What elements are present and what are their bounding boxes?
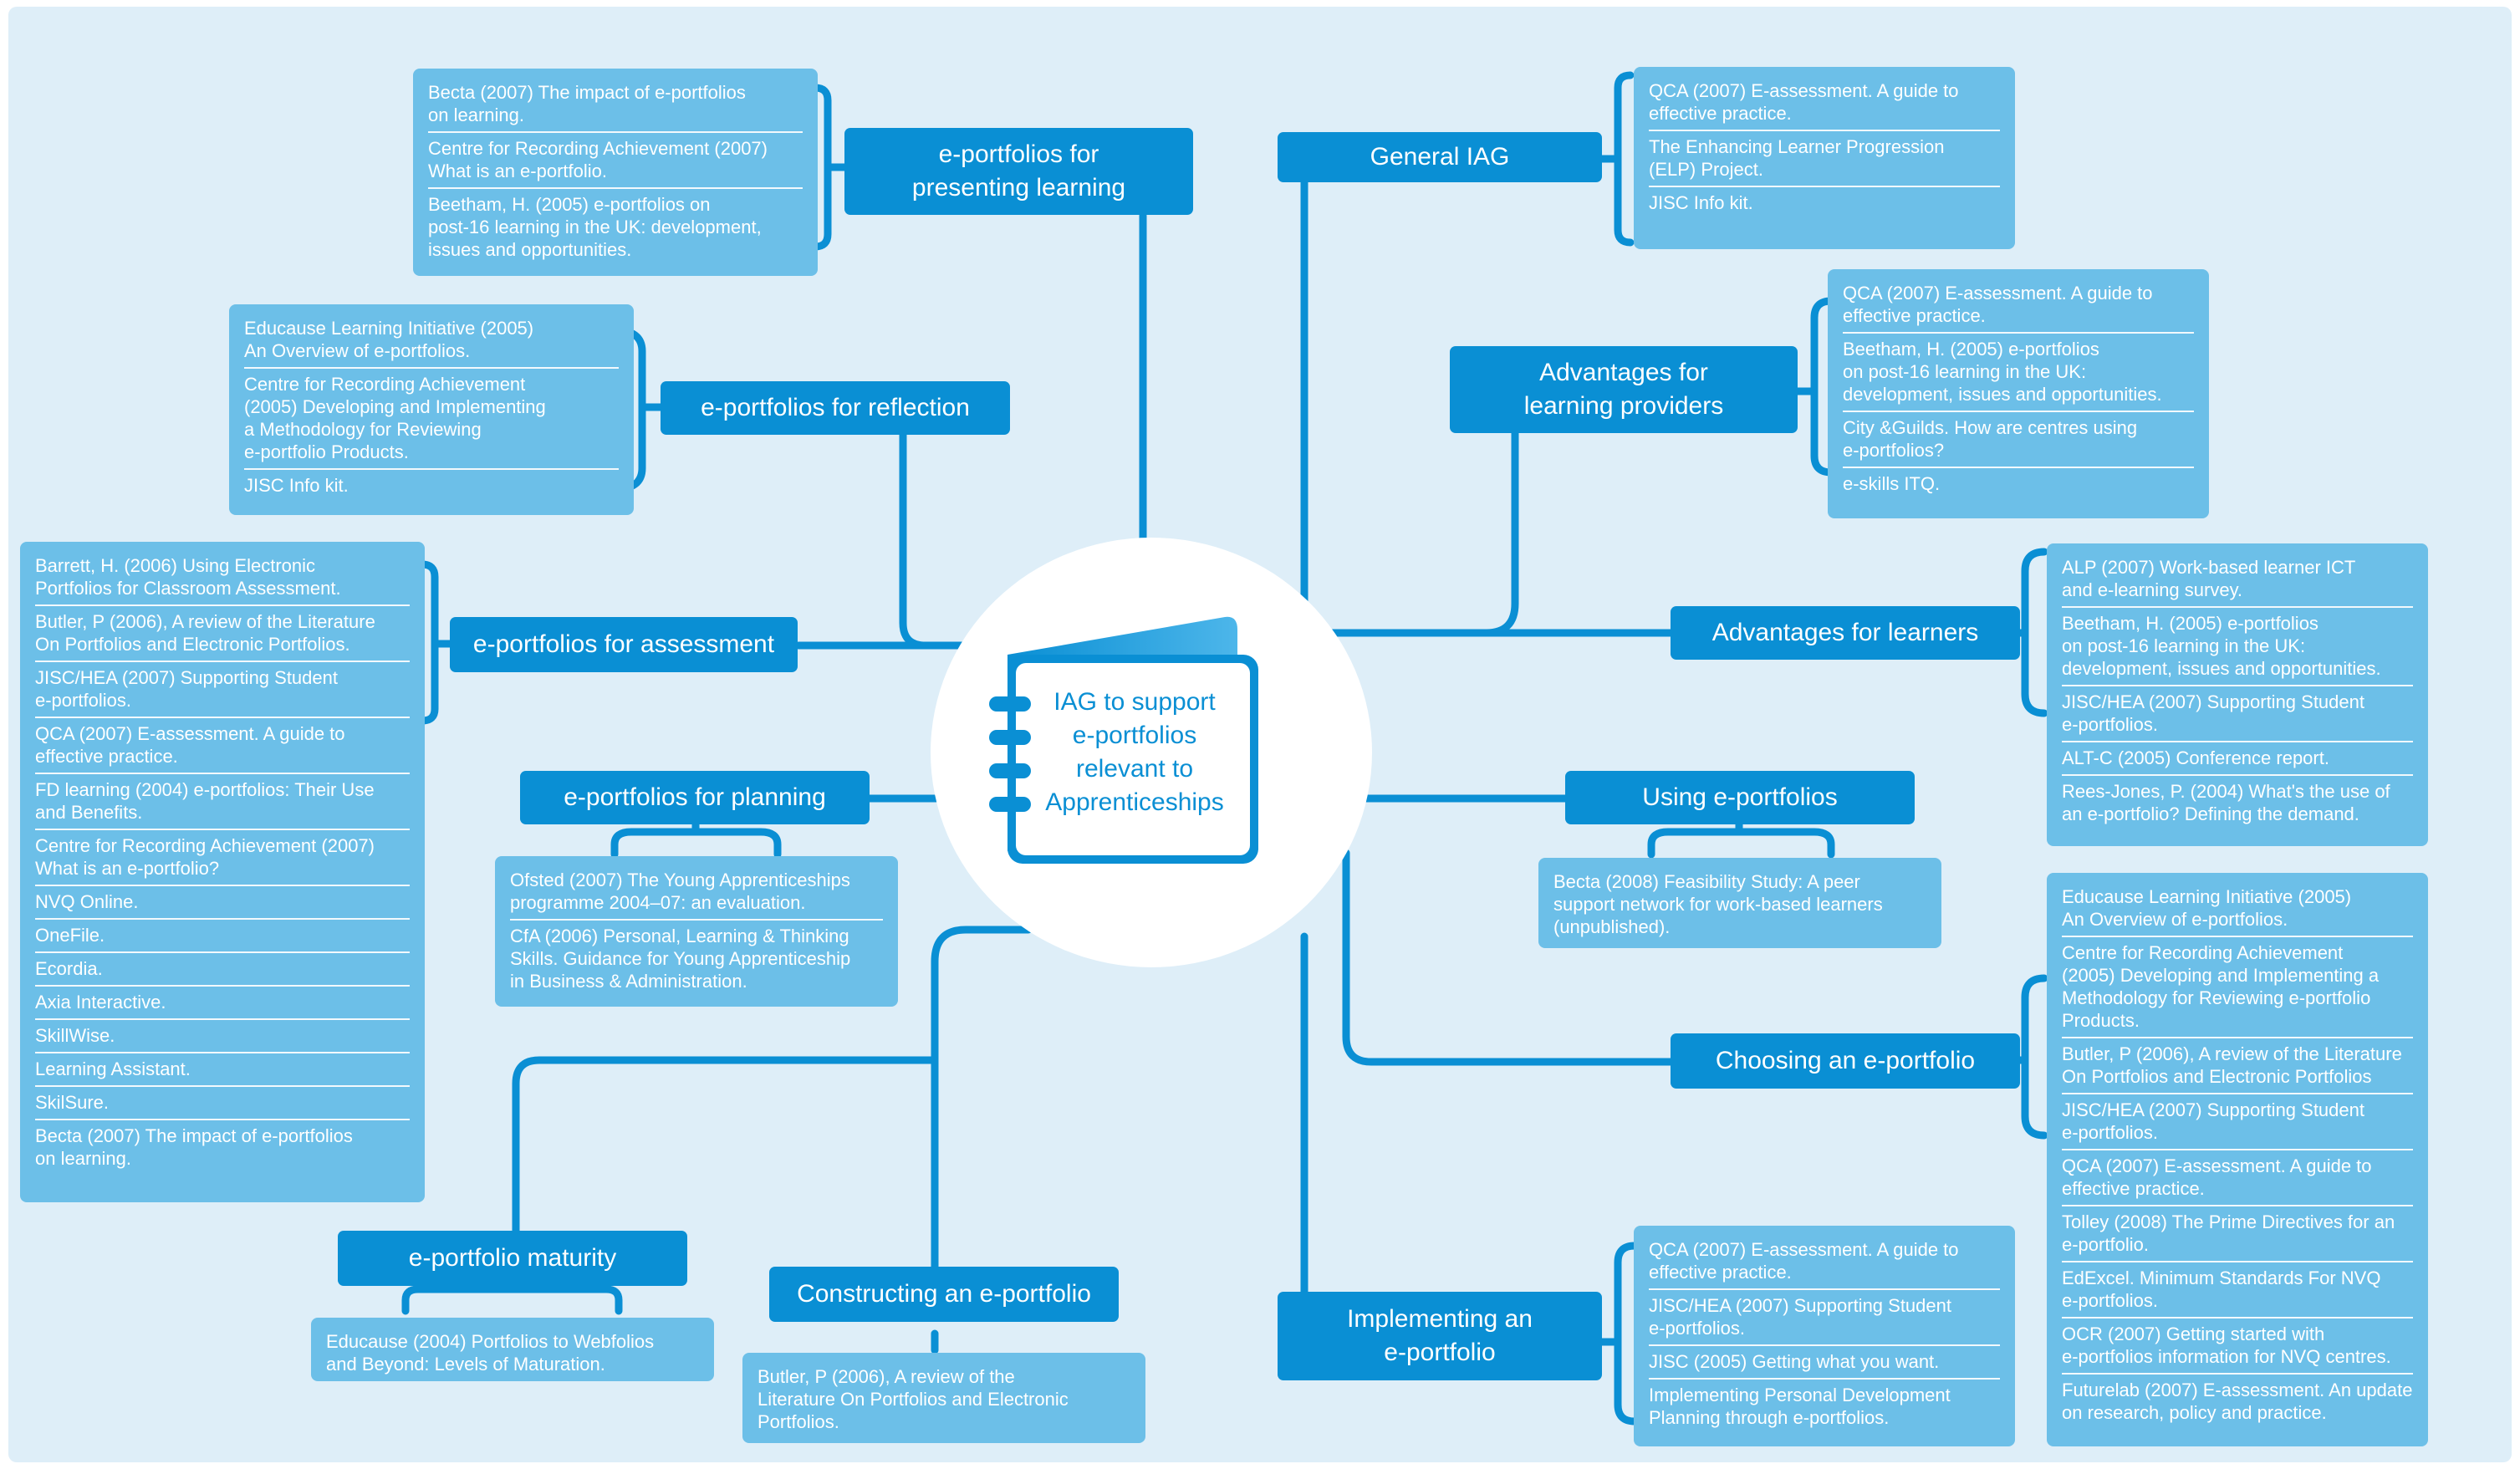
- connector-maturity: [512, 1056, 939, 1237]
- reference-item: JISC (2005) Getting what you want.: [1649, 1346, 2000, 1380]
- reference-item: Beetham, H. (2005) e-portfolios on post-…: [2062, 608, 2413, 686]
- topic-constructing[interactable]: Constructing an e-portfolio: [769, 1267, 1119, 1322]
- bracket-presenting: [811, 84, 849, 251]
- topic-using[interactable]: Using e-portfolios: [1565, 771, 1915, 824]
- references-implementing: QCA (2007) E-assessment. A guide to effe…: [1634, 1226, 2015, 1446]
- topic-learners[interactable]: Advantages for learners: [1671, 606, 2020, 660]
- reference-item: Rees-Jones, P. (2004) What's the use of …: [2062, 781, 2390, 824]
- topic-implementing[interactable]: Implementing an e-portfolio: [1278, 1292, 1602, 1380]
- reference-item: QCA (2007) E-assessment. A guide to effe…: [1649, 75, 2000, 131]
- reference-item: JISC Info kit.: [1649, 192, 1753, 213]
- bracket-providers: [1793, 297, 1835, 477]
- reference-item: Implementing Personal Development Planni…: [1649, 1385, 1951, 1428]
- reference-item: JISC/HEA (2007) Supporting Student e-por…: [35, 662, 410, 718]
- reference-item: FD learning (2004) e-portfolios: Their U…: [35, 774, 410, 830]
- references-using: Becta (2008) Feasibility Study: A peer s…: [1538, 858, 1941, 948]
- connector-choosing: [1342, 849, 1676, 1066]
- reference-item: Futurelab (2007) E-assessment. An update…: [2062, 1380, 2413, 1423]
- reference-item: e-skills ITQ.: [1843, 473, 1941, 494]
- references-providers: QCA (2007) E-assessment. A guide to effe…: [1828, 269, 2209, 518]
- reference-item: OneFile.: [35, 920, 410, 953]
- reference-item: City &Guilds. How are centres using e-po…: [1843, 412, 2194, 468]
- reference-item: Educause Learning Initiative (2005) An O…: [2062, 881, 2413, 937]
- reference-item: Centre for Recording Achievement (2007) …: [428, 133, 803, 189]
- reference-item: Beetham, H. (2005) e-portfolios on post-…: [428, 194, 762, 260]
- references-planning: Ofsted (2007) The Young Apprenticeships …: [495, 856, 898, 1007]
- reference-item: Becta (2008) Feasibility Study: A peer s…: [1553, 871, 1883, 937]
- topic-planning[interactable]: e-portfolios for planning: [520, 771, 870, 824]
- connector-reflection: [899, 427, 982, 650]
- reference-item: Learning Assistant.: [35, 1053, 410, 1087]
- connector-providers: [1322, 429, 1519, 637]
- reference-item: Educause Learning Initiative (2005) An O…: [244, 313, 619, 369]
- reference-item: Educause (2004) Portfolios to Webfolios …: [326, 1331, 655, 1375]
- references-reflection: Educause Learning Initiative (2005) An O…: [229, 304, 634, 515]
- reference-item: ALT-C (2005) Conference report.: [2062, 742, 2413, 776]
- topic-general[interactable]: General IAG: [1278, 132, 1602, 182]
- reference-item: NVQ Online.: [35, 886, 410, 920]
- reference-item: SkillWise.: [35, 1020, 410, 1053]
- center-title: IAG to support e-portfolios relevant to …: [1045, 688, 1224, 816]
- reference-item: Becta (2007) The impact of e-portfolios …: [35, 1125, 353, 1169]
- topic-presenting[interactable]: e-portfolios for presenting learning: [844, 128, 1193, 215]
- reference-item: JISC Info kit.: [244, 475, 349, 496]
- references-assessment: Barrett, H. (2006) Using Electronic Port…: [20, 542, 425, 1202]
- reference-item: Barrett, H. (2006) Using Electronic Port…: [35, 550, 410, 606]
- reference-item: Becta (2007) The impact of e-portfolios …: [428, 77, 803, 133]
- reference-item: QCA (2007) E-assessment. A guide to effe…: [1843, 278, 2194, 334]
- topic-maturity[interactable]: e-portfolio maturity: [338, 1231, 687, 1286]
- reference-item: OCR (2007) Getting started with e-portfo…: [2062, 1319, 2413, 1375]
- reference-item: Beetham, H. (2005) e-portfolios on post-…: [1843, 334, 2194, 412]
- references-learners: ALP (2007) Work-based learner ICT and e-…: [2047, 543, 2428, 846]
- connector-constructing: [931, 926, 1033, 1288]
- reference-item: SkilSure.: [35, 1087, 410, 1120]
- reference-item: Centre for Recording Achievement (2007) …: [35, 830, 410, 886]
- reference-item: Centre for Recording Achievement (2005) …: [2062, 937, 2413, 1038]
- topic-providers[interactable]: Advantages for learning providers: [1450, 346, 1798, 433]
- references-presenting: Becta (2007) The impact of e-portfolios …: [413, 69, 818, 276]
- reference-item: Ofsted (2007) The Young Apprenticeships …: [510, 865, 883, 921]
- reference-item: JISC/HEA (2007) Supporting Student e-por…: [1649, 1290, 2000, 1346]
- reference-item: QCA (2007) E-assessment. A guide to effe…: [2062, 1150, 2413, 1206]
- topic-reflection[interactable]: e-portfolios for reflection: [661, 381, 1010, 435]
- reference-item: JISC/HEA (2007) Supporting Student e-por…: [2062, 1094, 2413, 1150]
- reference-item: CfA (2006) Personal, Learning & Thinking…: [510, 926, 851, 992]
- reference-item: Tolley (2008) The Prime Directives for a…: [2062, 1206, 2413, 1262]
- references-choosing: Educause Learning Initiative (2005) An O…: [2047, 873, 2428, 1446]
- references-general: QCA (2007) E-assessment. A guide to effe…: [1634, 67, 2015, 249]
- reference-item: Ecordia.: [35, 953, 410, 987]
- topic-assessment[interactable]: e-portfolios for assessment: [450, 617, 798, 672]
- references-maturity: Educause (2004) Portfolios to Webfolios …: [311, 1318, 714, 1381]
- bracket-planning: [610, 819, 782, 859]
- reference-item: ALP (2007) Work-based learner ICT and e-…: [2062, 552, 2413, 608]
- reference-item: The Enhancing Learner Progression (ELP) …: [1649, 131, 2000, 187]
- bracket-assessment: [418, 560, 456, 725]
- reference-item: JISC/HEA (2007) Supporting Student e-por…: [2062, 686, 2413, 742]
- reference-item: Axia Interactive.: [35, 987, 410, 1020]
- bracket-implementing: [1597, 1242, 1639, 1426]
- reference-item: Butler, P (2006), A review of the Litera…: [35, 606, 410, 662]
- reference-item: QCA (2007) E-assessment. A guide to effe…: [1649, 1234, 2000, 1290]
- ring-binder-icon: [989, 616, 1258, 864]
- bracket-using: [1647, 819, 1835, 859]
- bracket-general: [1597, 71, 1635, 247]
- reference-item: Butler, P (2006), A review of the Litera…: [2062, 1038, 2413, 1094]
- references-constructing: Butler, P (2006), A review of the Litera…: [742, 1353, 1145, 1443]
- reference-item: QCA (2007) E-assessment. A guide to effe…: [35, 718, 410, 774]
- reference-item: EdExcel. Minimum Standards For NVQ e-por…: [2062, 1262, 2413, 1319]
- topic-choosing[interactable]: Choosing an e-portfolio: [1671, 1033, 2020, 1089]
- reference-item: Butler, P (2006), A review of the Litera…: [758, 1366, 1069, 1432]
- reference-item: Centre for Recording Achievement (2005) …: [244, 369, 619, 470]
